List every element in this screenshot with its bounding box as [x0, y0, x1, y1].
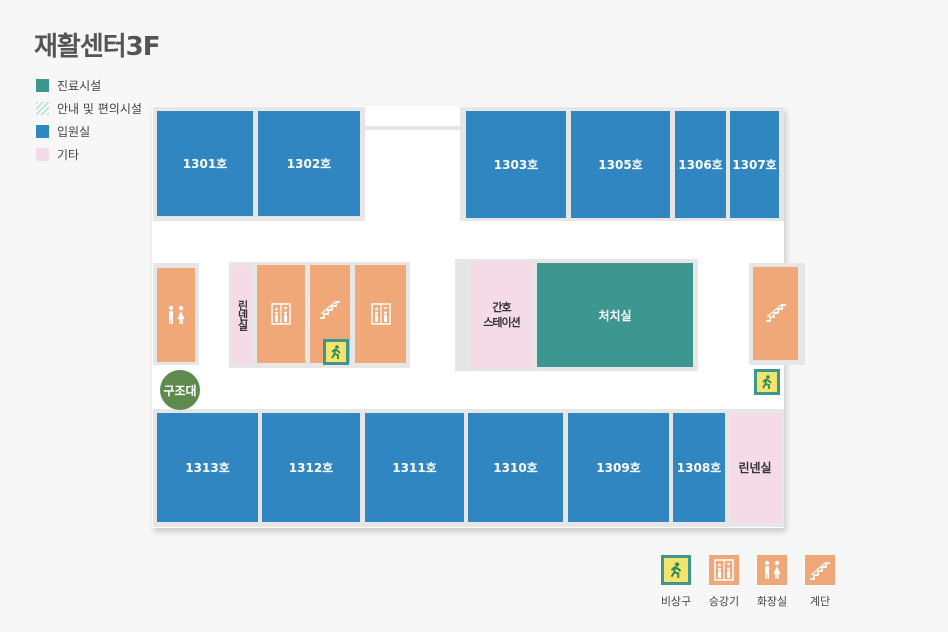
legend-item-other: 기타 — [36, 143, 142, 166]
room-1310[interactable]: 1310호 — [468, 413, 563, 522]
room-1306[interactable]: 1306호 — [675, 111, 726, 218]
legend-swatch — [36, 79, 49, 92]
room-1302[interactable]: 1302호 — [258, 111, 360, 216]
emergency-exit-right[interactable] — [754, 369, 780, 395]
legend-swatch — [36, 148, 49, 161]
key-item-elevator: 승강기 — [702, 555, 746, 609]
room-1303[interactable]: 1303호 — [466, 111, 566, 218]
wall-block — [365, 126, 461, 130]
key-item-restroom: 화장실 — [750, 555, 794, 609]
legend-item-treatment: 진료시설 — [36, 74, 142, 97]
key-swatch — [757, 555, 787, 585]
emergency-exit-icon — [670, 562, 682, 578]
restroom-icon — [764, 560, 781, 579]
key-label: 계단 — [809, 595, 831, 608]
legend-label: 입원실 — [57, 125, 91, 139]
legend-label: 기타 — [57, 148, 80, 162]
legend: 진료시설 안내 및 편의시설 입원실 기타 — [36, 74, 142, 166]
linen-room-bottom[interactable]: 린넨실 — [729, 413, 781, 522]
key-label: 비상구 — [660, 595, 692, 608]
rescue-chute[interactable]: 구조대 — [160, 370, 200, 410]
nurse-station[interactable]: 간호 스테이션 — [471, 261, 532, 369]
elevator-icon — [370, 303, 391, 325]
stairs-right[interactable] — [753, 267, 798, 360]
stairs-icon — [765, 303, 786, 322]
emergency-exit-core[interactable] — [323, 339, 349, 365]
stairs-icon — [320, 301, 340, 319]
icon-key: 비상구 승강기 화장실 — [654, 555, 842, 609]
legend-swatch — [36, 102, 49, 115]
room-1301[interactable]: 1301호 — [157, 111, 253, 216]
stairs-icon — [810, 562, 830, 580]
room-1309[interactable]: 1309호 — [568, 413, 669, 522]
key-swatch — [709, 555, 739, 585]
restroom-icon — [168, 305, 185, 324]
key-label: 화장실 — [756, 595, 788, 608]
legend-item-ward: 입원실 — [36, 120, 142, 143]
elevator-1[interactable] — [257, 265, 305, 363]
key-swatch — [805, 555, 835, 585]
room-1308[interactable]: 1308호 — [673, 413, 725, 522]
legend-item-info: 안내 및 편의시설 — [36, 97, 142, 120]
room-1311[interactable]: 1311호 — [365, 413, 464, 522]
emergency-exit-icon — [331, 345, 341, 359]
linen-room-label: 린넨실 — [236, 299, 249, 330]
elevator-icon — [271, 303, 291, 325]
nurse-station-label: 간호 스테이션 — [483, 301, 520, 329]
elevator-2[interactable] — [355, 265, 406, 363]
legend-label: 안내 및 편의시설 — [57, 102, 142, 116]
elevator-icon — [714, 559, 734, 581]
emergency-exit-icon — [762, 375, 772, 389]
room-1312[interactable]: 1312호 — [262, 413, 360, 522]
legend-label: 진료시설 — [57, 79, 102, 93]
key-label: 승강기 — [708, 595, 740, 608]
room-1307[interactable]: 1307호 — [730, 111, 779, 218]
page-title: 재활센터3F — [34, 32, 161, 62]
legend-swatch — [36, 125, 49, 138]
key-swatch — [661, 555, 691, 585]
room-1313[interactable]: 1313호 — [157, 413, 258, 522]
key-item-stairs: 계단 — [798, 555, 842, 609]
key-item-emergency-exit: 비상구 — [654, 555, 698, 609]
restroom-left[interactable] — [157, 268, 195, 362]
room-1305[interactable]: 1305호 — [571, 111, 670, 218]
treatment-room[interactable]: 처치실 — [537, 263, 693, 367]
linen-room-core[interactable]: 린넨실 — [232, 265, 252, 364]
